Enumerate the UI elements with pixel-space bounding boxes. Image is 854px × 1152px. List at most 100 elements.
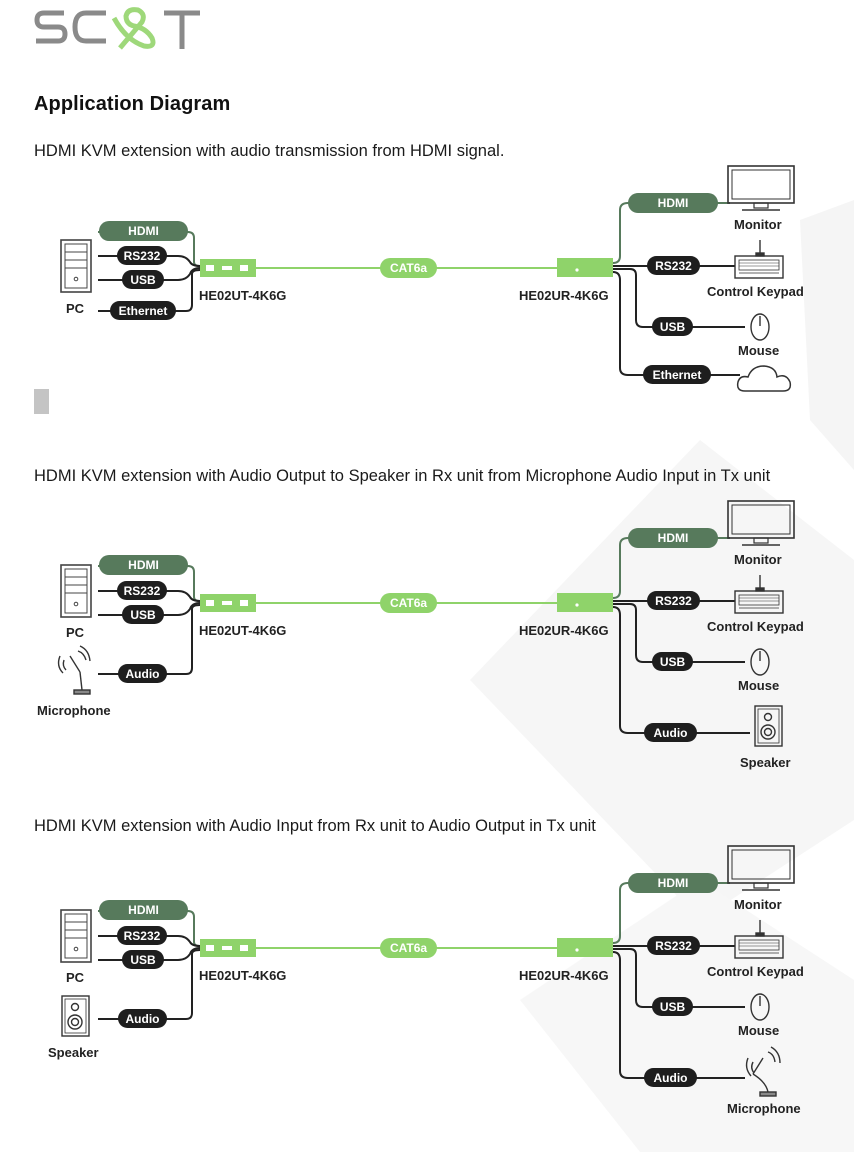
mouse-icon	[750, 648, 770, 676]
svg-text:HDMI: HDMI	[658, 876, 689, 890]
diagram-3-caption: HDMI KVM extension with Audio Input from…	[34, 817, 596, 835]
tx-unit	[200, 939, 256, 957]
svg-text:HDMI: HDMI	[658, 531, 689, 545]
rx-unit-label: HE02UR-4K6G	[519, 623, 609, 638]
tx-pill-audio: Audio	[118, 664, 167, 683]
keypad-icon	[734, 240, 784, 279]
tx-pill-usb: USB	[122, 270, 164, 289]
tx-pill-audio: Audio	[118, 1009, 167, 1028]
tx-unit-label: HE02UT-4K6G	[199, 288, 286, 303]
pc-icon	[60, 239, 92, 293]
device-label-monitor: Monitor	[734, 897, 782, 912]
device-label-pc: PC	[66, 301, 85, 316]
device-label-control-keypad: Control Keypad	[707, 964, 804, 979]
rx-pill-usb: USB	[652, 317, 693, 336]
device-label-speaker: Speaker	[740, 755, 791, 770]
tx-pill-hdmi: HDMI	[99, 221, 188, 241]
device-label-microphone: Microphone	[37, 703, 111, 718]
rx-unit-label: HE02UR-4K6G	[519, 968, 609, 983]
rx-unit-label: HE02UR-4K6G	[519, 288, 609, 303]
sct-logo	[34, 7, 200, 50]
rx-pill-usb: USB	[652, 997, 693, 1016]
device-label-control-keypad: Control Keypad	[707, 619, 804, 634]
device-label-monitor: Monitor	[734, 217, 782, 232]
cat6a-badge: CAT6a	[380, 938, 437, 958]
pc-icon	[60, 564, 92, 618]
device-label-mouse: Mouse	[738, 1023, 779, 1038]
keypad-icon	[734, 575, 784, 614]
rx-pill-rs232: RS232	[647, 936, 700, 955]
device-label-mouse: Mouse	[738, 343, 779, 358]
monitor-icon	[727, 500, 795, 546]
svg-text:CAT6a: CAT6a	[390, 596, 427, 610]
tx-pill-ethernet: Ethernet	[110, 301, 176, 320]
tx-unit	[200, 259, 256, 277]
monitor-icon	[727, 845, 795, 891]
svg-text:RS232: RS232	[124, 584, 161, 598]
svg-text:USB: USB	[660, 320, 686, 334]
svg-text:Ethernet: Ethernet	[119, 304, 168, 318]
tx-pill-rs232: RS232	[117, 581, 167, 600]
svg-text:RS232: RS232	[655, 594, 692, 608]
svg-text:HDMI: HDMI	[128, 224, 159, 238]
svg-text:CAT6a: CAT6a	[390, 261, 427, 275]
svg-text:HDMI: HDMI	[128, 558, 159, 572]
svg-text:RS232: RS232	[655, 939, 692, 953]
microphone-icon	[57, 645, 91, 695]
diagram-3: PC Speaker HDMI RS232 USB Audio HE02UT-4…	[48, 845, 804, 1116]
keypad-icon	[734, 920, 784, 959]
svg-text:USB: USB	[130, 273, 156, 287]
page-title: Application Diagram	[34, 93, 231, 115]
tx-pill-hdmi: HDMI	[99, 555, 188, 575]
tx-pill-rs232: RS232	[117, 926, 167, 945]
tx-unit-label: HE02UT-4K6G	[199, 968, 286, 983]
svg-text:RS232: RS232	[124, 249, 161, 263]
diagram-1: PC HDMI RS232 USB Ethernet HE02UT-4K6G C…	[60, 165, 804, 392]
svg-text:RS232: RS232	[655, 259, 692, 273]
tx-unit	[200, 594, 256, 612]
svg-text:HDMI: HDMI	[128, 903, 159, 917]
svg-text:USB: USB	[130, 608, 156, 622]
device-label-pc: PC	[66, 970, 85, 985]
tx-unit-label: HE02UT-4K6G	[199, 623, 286, 638]
rx-pill-audio: Audio	[644, 1068, 697, 1087]
tx-pill-usb: USB	[122, 605, 164, 624]
rx-pill-audio: Audio	[644, 723, 697, 742]
rx-pill-hdmi: HDMI	[628, 873, 718, 893]
pc-icon	[60, 909, 92, 963]
rx-pill-hdmi: HDMI	[628, 193, 718, 213]
device-label-mouse: Mouse	[738, 678, 779, 693]
speaker-icon	[754, 705, 783, 747]
monitor-icon	[727, 165, 795, 211]
cloud-icon	[736, 365, 792, 392]
mouse-icon	[750, 993, 770, 1021]
device-label-control-keypad: Control Keypad	[707, 284, 804, 299]
rx-unit	[557, 258, 613, 277]
mouse-icon	[750, 313, 770, 341]
rx-pill-usb: USB	[652, 652, 693, 671]
rx-unit	[557, 938, 613, 957]
svg-text:CAT6a: CAT6a	[390, 941, 427, 955]
diagram-2-caption: HDMI KVM extension with Audio Output to …	[34, 467, 771, 485]
device-label-pc: PC	[66, 625, 85, 640]
cat6a-badge: CAT6a	[380, 593, 437, 613]
gray-block	[34, 389, 49, 414]
rx-pill-rs232: RS232	[647, 256, 700, 275]
device-label-monitor: Monitor	[734, 552, 782, 567]
svg-text:USB: USB	[130, 953, 156, 967]
rx-pill-rs232: RS232	[647, 591, 700, 610]
device-label-speaker: Speaker	[48, 1045, 99, 1060]
svg-text:RS232: RS232	[124, 929, 161, 943]
svg-text:Audio: Audio	[126, 1012, 160, 1026]
diagram-1-caption: HDMI KVM extension with audio transmissi…	[34, 142, 505, 160]
svg-text:Ethernet: Ethernet	[653, 368, 702, 382]
svg-text:USB: USB	[660, 1000, 686, 1014]
tx-pill-rs232: RS232	[117, 246, 167, 265]
diagram-2: PC Microphone HDMI RS232 USB Audio HE0	[37, 500, 804, 770]
speaker-icon	[61, 995, 90, 1037]
microphone-icon	[745, 1046, 781, 1097]
tx-pill-usb: USB	[122, 950, 164, 969]
svg-text:USB: USB	[660, 655, 686, 669]
svg-text:Audio: Audio	[126, 667, 160, 681]
rx-pill-hdmi: HDMI	[628, 528, 718, 548]
